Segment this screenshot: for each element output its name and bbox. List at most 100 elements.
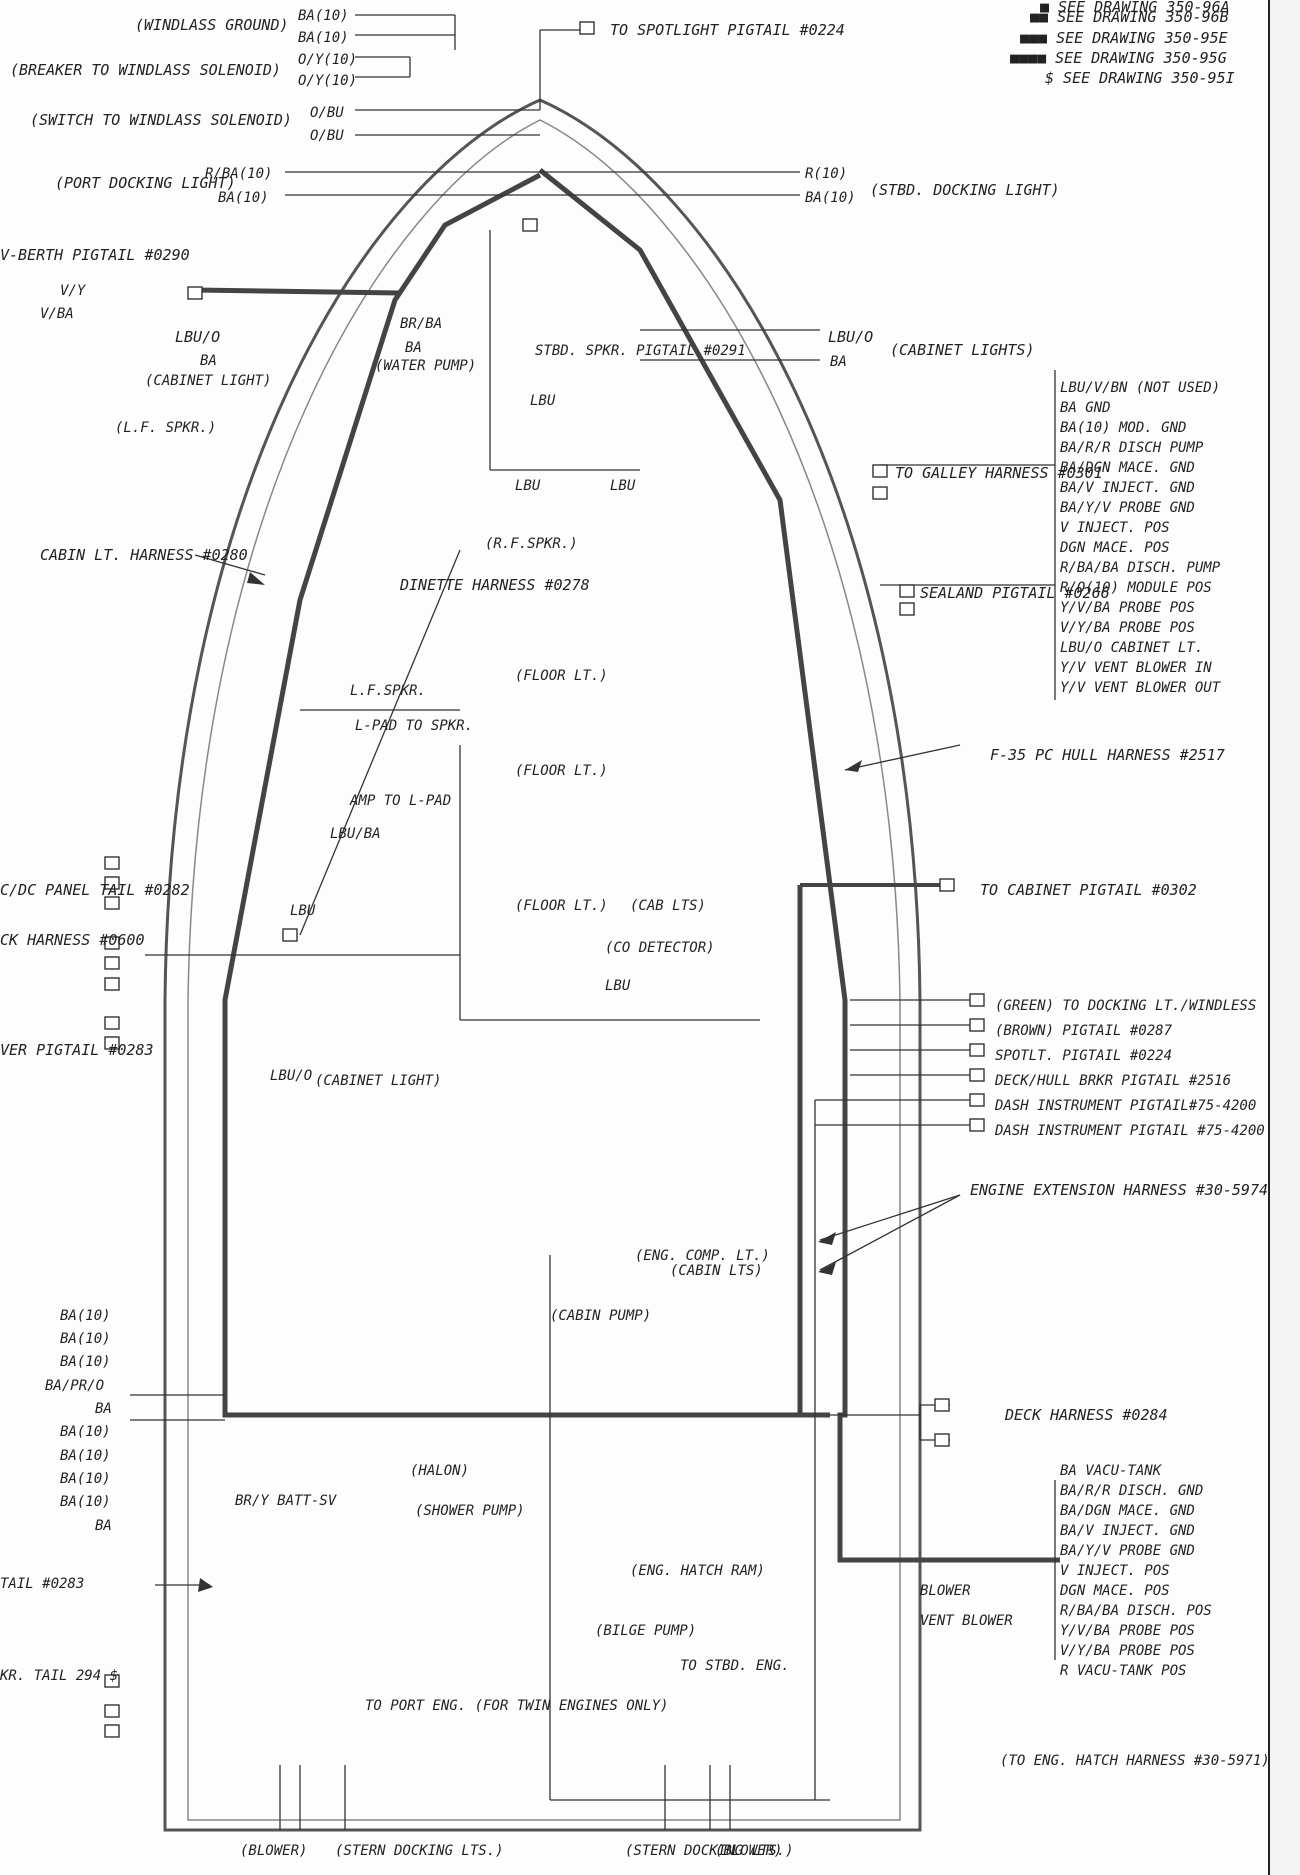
- label-galley: TO GALLEY HARNESS #0301: [895, 464, 1103, 482]
- ba-item: BA(10): [60, 1448, 111, 1464]
- label-windlass-ground: (WINDLASS GROUND): [135, 16, 289, 34]
- label-deck-harness: CK HARNESS #0600: [0, 931, 145, 949]
- label-dinette: DINETTE HARNESS #0278: [399, 576, 590, 594]
- label-lbu-1: LBU: [530, 393, 556, 409]
- label-co-detector: (CO DETECTOR): [605, 940, 715, 956]
- galley-item: R/O(10) MODULE POS: [1060, 580, 1212, 596]
- vacu-item: DGN MACE. POS: [1059, 1583, 1170, 1599]
- label-floor-lt-2: (FLOOR LT.): [515, 763, 608, 779]
- label-lbu-5: LBU: [605, 978, 631, 994]
- label-deck-0284: DECK HARNESS #0284: [1004, 1406, 1168, 1424]
- label-lbu-2: LBU: [515, 478, 541, 494]
- galley-item: BA/DGN MACE. GND: [1060, 460, 1195, 476]
- label-cabinet-light-2: (CABINET LIGHT): [315, 1073, 441, 1089]
- label-spotlt: SPOTLT. PIGTAIL #0224: [995, 1048, 1172, 1064]
- label-vy: V/Y: [60, 283, 87, 299]
- label-sealand: SEALAND PIGTAIL #0266: [920, 584, 1110, 602]
- label-oy10-2: O/Y(10): [298, 73, 357, 89]
- label-cabinet-lights: (CABINET LIGHTS): [890, 341, 1035, 359]
- label-stbd-spkr: STBD. SPKR. PIGTAIL #0291: [535, 343, 746, 359]
- label-lbu-3: LBU: [610, 478, 636, 494]
- label-water-pump: (WATER PUMP): [375, 358, 476, 374]
- galley-item: BA/R/R DISCH PUMP: [1060, 440, 1204, 456]
- label-floor-lt-3: (FLOOR LT.): [515, 898, 608, 914]
- galley-item: BA/Y/V PROBE GND: [1060, 500, 1195, 516]
- note-2: ■■ SEE DRAWING 350-96B: [1030, 8, 1229, 26]
- connectors: [104, 21, 985, 1738]
- galley-item: DGN MACE. POS: [1059, 540, 1170, 556]
- label-lpad: L-PAD TO SPKR.: [355, 718, 473, 734]
- hull-outline: [163, 98, 922, 1832]
- label-lf-spkr2: L.F.SPKR.: [350, 683, 426, 699]
- label-cabin-lt: CABIN LT. HARNESS #0280: [40, 546, 248, 564]
- label-stern-docking-stbd: (STERN DOCKING LTS.): [625, 1843, 794, 1859]
- galley-item: LBU/V/BN (NOT USED): [1060, 380, 1220, 396]
- galley-item: V INJECT. POS: [1060, 520, 1170, 536]
- inner-hull: [187, 119, 901, 1821]
- label-floor-lt-1: (FLOOR LT.): [515, 668, 608, 684]
- harness-vberth: [194, 287, 401, 296]
- label-green-docking: (GREEN) TO DOCKING LT./WINDLESS: [995, 998, 1256, 1014]
- vacu-item: BA/R/R DISCH. GND: [1060, 1483, 1203, 1499]
- label-r10: R(10): [805, 166, 847, 182]
- label-lbu-4: LBU: [290, 903, 316, 919]
- label-eng-comp: (ENG. COMP. LT.): [635, 1248, 770, 1264]
- label-to-eng-hatch: (TO ENG. HATCH HARNESS #30-5971): [1000, 1753, 1268, 1769]
- ba-item: BA: [95, 1518, 112, 1534]
- title-block-strip: [1268, 0, 1300, 1875]
- label-bry-batt: BR/Y BATT-SV: [235, 1493, 338, 1509]
- galley-item: Y/V/BA PROBE POS: [1060, 600, 1195, 616]
- galley-list: LBU/V/BN (NOT USED) BA GND BA(10) MOD. G…: [1059, 380, 1222, 696]
- label-vba: V/BA: [40, 306, 74, 322]
- galley-item: V/Y/BA PROBE POS: [1060, 620, 1195, 636]
- arrows: [198, 572, 862, 1592]
- vacu-item: BA VACU-TANK: [1060, 1463, 1163, 1479]
- galley-item: BA(10) MOD. GND: [1060, 420, 1186, 436]
- label-dash-1: DASH INSTRUMENT PIGTAIL#75-4200: [994, 1098, 1256, 1114]
- label-lbuba: LBU/BA: [330, 826, 381, 842]
- ba-item: BA(10): [60, 1424, 111, 1440]
- ba-item: BA(10): [60, 1354, 111, 1370]
- ba-item: BA/PR/O: [45, 1378, 104, 1394]
- vacu-item: R/BA/BA DISCH. POS: [1060, 1603, 1212, 1619]
- label-lbuo-2: LBU/O: [828, 328, 873, 346]
- galley-item: BA GND: [1060, 400, 1111, 416]
- label-rba10: R/BA(10): [205, 166, 272, 182]
- note-5: $ SEE DRAWING 350-95I: [1045, 69, 1235, 87]
- vacu-item: BA/DGN MACE. GND: [1060, 1503, 1195, 1519]
- label-bilge-pump: (BILGE PUMP): [595, 1623, 696, 1639]
- note-3: ■■■ SEE DRAWING 350-95E: [1020, 29, 1228, 47]
- label-brown-pigtail: (BROWN) PIGTAIL #0287: [995, 1023, 1173, 1039]
- label-lbuo-3: LBU/O: [270, 1068, 312, 1084]
- ba-item: BA(10): [60, 1494, 111, 1510]
- label-to-stbd-eng: TO STBD. ENG.: [680, 1658, 790, 1674]
- label-spotlight-pigtail: TO SPOTLIGHT PIGTAIL #0224: [610, 21, 845, 39]
- galley-item: R/BA/BA DISCH. PUMP: [1060, 560, 1221, 576]
- label-f35: F-35 PC HULL HARNESS #2517: [990, 746, 1225, 764]
- label-kr-tail: KR. TAIL 294 $: [0, 1668, 118, 1684]
- note-4: ■■■■ SEE DRAWING 350-95G: [1010, 49, 1227, 67]
- label-switch-windlass: (SWITCH TO WINDLASS SOLENOID): [30, 111, 292, 129]
- label-ba-2: BA: [405, 340, 422, 356]
- ba-item: BA: [95, 1401, 112, 1417]
- label-to-port-eng: TO PORT ENG. (FOR TWIN ENGINES ONLY): [365, 1698, 668, 1714]
- label-ba10-4: BA(10): [805, 190, 856, 206]
- label-ba-3: BA: [830, 354, 847, 370]
- label-port-docking: (PORT DOCKING LIGHT): [55, 174, 236, 192]
- label-blower-port: (BLOWER): [240, 1843, 307, 1859]
- label-shower-pump: (SHOWER PUMP): [415, 1503, 525, 1519]
- ba-item: BA(10): [60, 1331, 111, 1347]
- label-brba: BR/BA: [400, 316, 442, 332]
- label-ba10-2: BA(10): [298, 30, 349, 46]
- vacu-item: R VACU-TANK POS: [1060, 1663, 1186, 1679]
- label-ba10-3: BA(10): [218, 190, 269, 206]
- vacu-item: V INJECT. POS: [1060, 1563, 1170, 1579]
- label-tail-0283: TAIL #0283: [0, 1576, 84, 1592]
- label-cabin-pump: (CABIN PUMP): [550, 1308, 651, 1324]
- label-obu-1: O/BU: [310, 105, 344, 121]
- label-amp-lpad: AMP TO L-PAD: [349, 793, 451, 809]
- label-lbuo-1: LBU/O: [175, 328, 220, 346]
- label-rf-spkr: (R.F.SPKR.): [485, 536, 578, 552]
- harness-main-right: [538, 168, 1060, 1563]
